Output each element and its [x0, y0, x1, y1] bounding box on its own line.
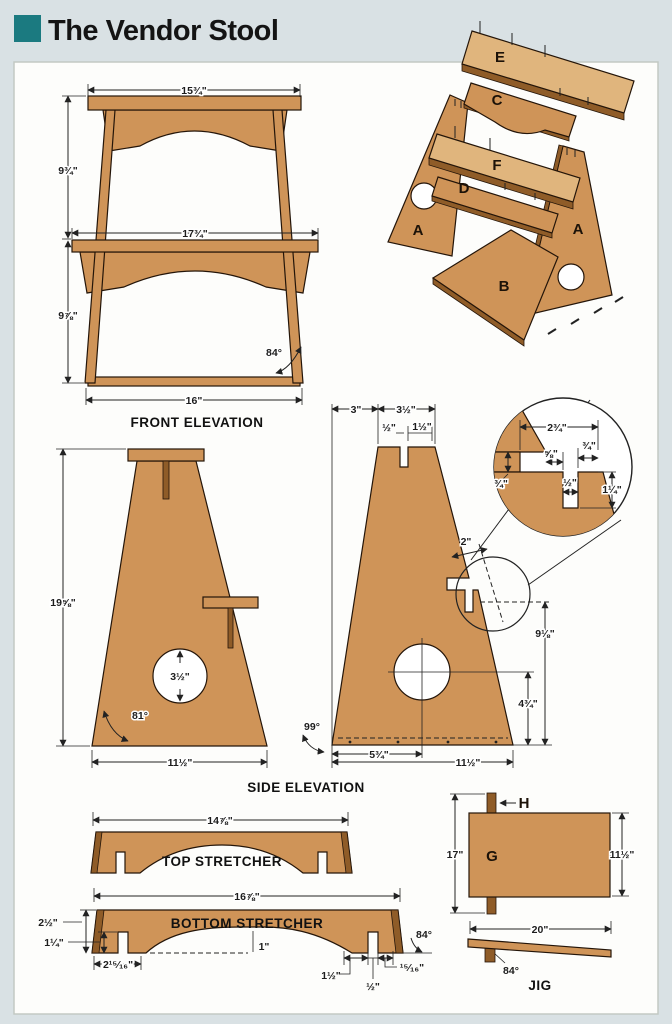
side-right-dims — [302, 404, 552, 768]
exploded-hinge-dashes — [547, 296, 624, 335]
detail-dim-arm-height: ¾" — [494, 478, 508, 490]
side-right-dim-slot-width: ½" — [382, 422, 396, 434]
bottom-stretcher-dim-arch: 1" — [259, 941, 270, 953]
bottom-stretcher-label: BOTTOM STRETCHER — [171, 916, 324, 931]
front-elevation-label: FRONT ELEVATION — [131, 415, 264, 430]
bottom-stretcher-dim-right-2: ½" — [366, 981, 380, 993]
side-elevation-left: 3½" 19⅝" 81° 11½" — [49, 448, 268, 771]
front-mid-apron — [79, 251, 311, 294]
detail-inset: 2¾" ¾" ⅝" ¾" ½" 1¼" — [493, 397, 633, 537]
bottom-stretcher: 16⅞" BOTTOM STRETCHER 2½" 1¼" 2¹⁵⁄₁₆" 1"… — [38, 888, 432, 993]
top-stretcher-shape — [90, 831, 353, 874]
exploded-c-stretcher — [463, 82, 577, 138]
top-stretcher-dim-width: 14⅞" — [207, 815, 232, 827]
side-left-dim-angle: 81° — [132, 710, 148, 722]
front-dim-bottom: 16" — [186, 395, 203, 407]
front-dim-left-lower: 9⅞" — [58, 310, 78, 322]
side-right-dim-hole-height: 4¾" — [518, 698, 538, 710]
front-dim-left-upper: 9¾" — [58, 165, 78, 177]
part-label-a-left: A — [413, 222, 424, 239]
side-left-shelf-peg — [227, 607, 234, 649]
side-left-hole — [152, 648, 208, 704]
bottom-stretcher-shape — [91, 909, 404, 954]
detail-dim-slot-width: ½" — [563, 477, 577, 489]
side-right-dim-top: 3½" — [396, 404, 416, 416]
jig: H G 17" 11½" 20" 84° JIG — [445, 792, 636, 993]
title-square-icon — [14, 15, 41, 42]
detail-dim-inner: ⅝" — [544, 448, 558, 460]
part-label-a-right: A — [573, 221, 584, 238]
side-right-dim-bottom: 11½" — [456, 757, 481, 769]
jig-dim-width: 20" — [532, 924, 549, 936]
front-dim-top: 15¾" — [181, 85, 206, 97]
side-left-dim-hole: 3½" — [170, 671, 190, 683]
bottom-stretcher-dims — [63, 888, 432, 979]
exploded-right-hole — [557, 263, 585, 291]
front-top-apron — [102, 109, 288, 152]
detail-source-circle — [455, 556, 531, 632]
jig-dim-right: 11½" — [610, 849, 635, 861]
detail-inset-dims — [501, 420, 616, 509]
top-stretcher: 14⅞" TOP STRETCHER — [90, 812, 353, 874]
jig-dim-height: 17" — [447, 849, 464, 861]
side-left-top-peg — [162, 460, 170, 500]
side-left-dim-bottom: 11½" — [168, 757, 193, 769]
part-label-d: D — [459, 180, 470, 197]
side-right-dim-notch-height: 9⅛" — [535, 628, 555, 640]
part-label-b: B — [499, 278, 510, 295]
bottom-stretcher-dim-width: 16⅞" — [234, 891, 259, 903]
jig-board-g — [468, 812, 611, 898]
page-title: The Vendor Stool — [48, 15, 278, 47]
exploded-pegs — [454, 21, 589, 200]
top-stretcher-dims — [92, 812, 349, 826]
side-right-dim-top-left: 3" — [351, 404, 362, 416]
front-dim-angle: 84° — [266, 347, 282, 359]
exploded-leg-a-left — [387, 94, 469, 257]
bottom-stretcher-dim-height: 2½" — [38, 917, 58, 929]
detail-dim-slot-depth: 1¼" — [602, 484, 622, 496]
front-shelf-board — [71, 239, 319, 253]
jig-part-h: H — [519, 795, 530, 812]
front-seat-board — [87, 95, 302, 111]
jig-peg-bottom — [486, 896, 497, 915]
part-label-e: E — [495, 49, 505, 66]
side-right-dim-notch: 2" — [461, 536, 472, 548]
detail-connector-lower — [527, 519, 622, 586]
front-dim-mid: 17¾" — [182, 228, 207, 240]
jig-angled-board — [467, 938, 612, 958]
bottom-stretcher-dim-right-3: ¹⁵⁄₁₆" — [400, 962, 424, 974]
header: The Vendor Stool — [14, 15, 279, 47]
side-left-dims — [56, 448, 268, 768]
exploded-d-stretcher — [431, 176, 559, 234]
front-elevation: 15¾" 9¾" 17¾" 9⅞" 84° 16" FRONT ELEVATIO… — [57, 84, 319, 430]
jig-label: JIG — [528, 978, 551, 993]
exploded-f-shelf — [428, 133, 581, 203]
top-stretcher-label: TOP STRETCHER — [162, 854, 282, 869]
part-label-f: F — [492, 157, 501, 174]
exploded-view: E C F D A A B — [387, 21, 635, 347]
bottom-stretcher-dim-right-1: 1½" — [321, 970, 341, 982]
bottom-stretcher-dim-angle: 84° — [416, 929, 432, 941]
front-elevation-dims — [62, 84, 319, 405]
side-left-cap — [127, 448, 205, 462]
side-right-panel — [331, 446, 514, 746]
detail-dim-width: 2¾" — [547, 422, 567, 434]
side-elevation-label: SIDE ELEVATION — [247, 780, 365, 795]
front-floor-strip — [87, 376, 301, 387]
side-right-dim-hole-x: 5¾" — [369, 749, 389, 761]
side-right-dim-slot-offset: 1½" — [412, 421, 432, 433]
exploded-e-seat — [461, 30, 635, 114]
part-label-c: C — [492, 92, 503, 109]
side-right-dim-angle: 99° — [304, 721, 320, 733]
bottom-stretcher-dim-end-offset: 2¹⁵⁄₁₆" — [103, 959, 133, 971]
jig-dims — [450, 793, 629, 964]
jig-peg-top — [486, 792, 497, 815]
bottom-stretcher-dim-slot-height: 1¼" — [44, 937, 64, 949]
exploded-b-panel — [431, 229, 559, 341]
side-left-dim-height: 19⅝" — [50, 597, 75, 609]
detail-dim-edge: ¾" — [582, 440, 596, 452]
jig-part-g: G — [486, 848, 498, 865]
jig-dim-angle: 84° — [503, 965, 519, 977]
side-left-shelf — [202, 596, 259, 609]
